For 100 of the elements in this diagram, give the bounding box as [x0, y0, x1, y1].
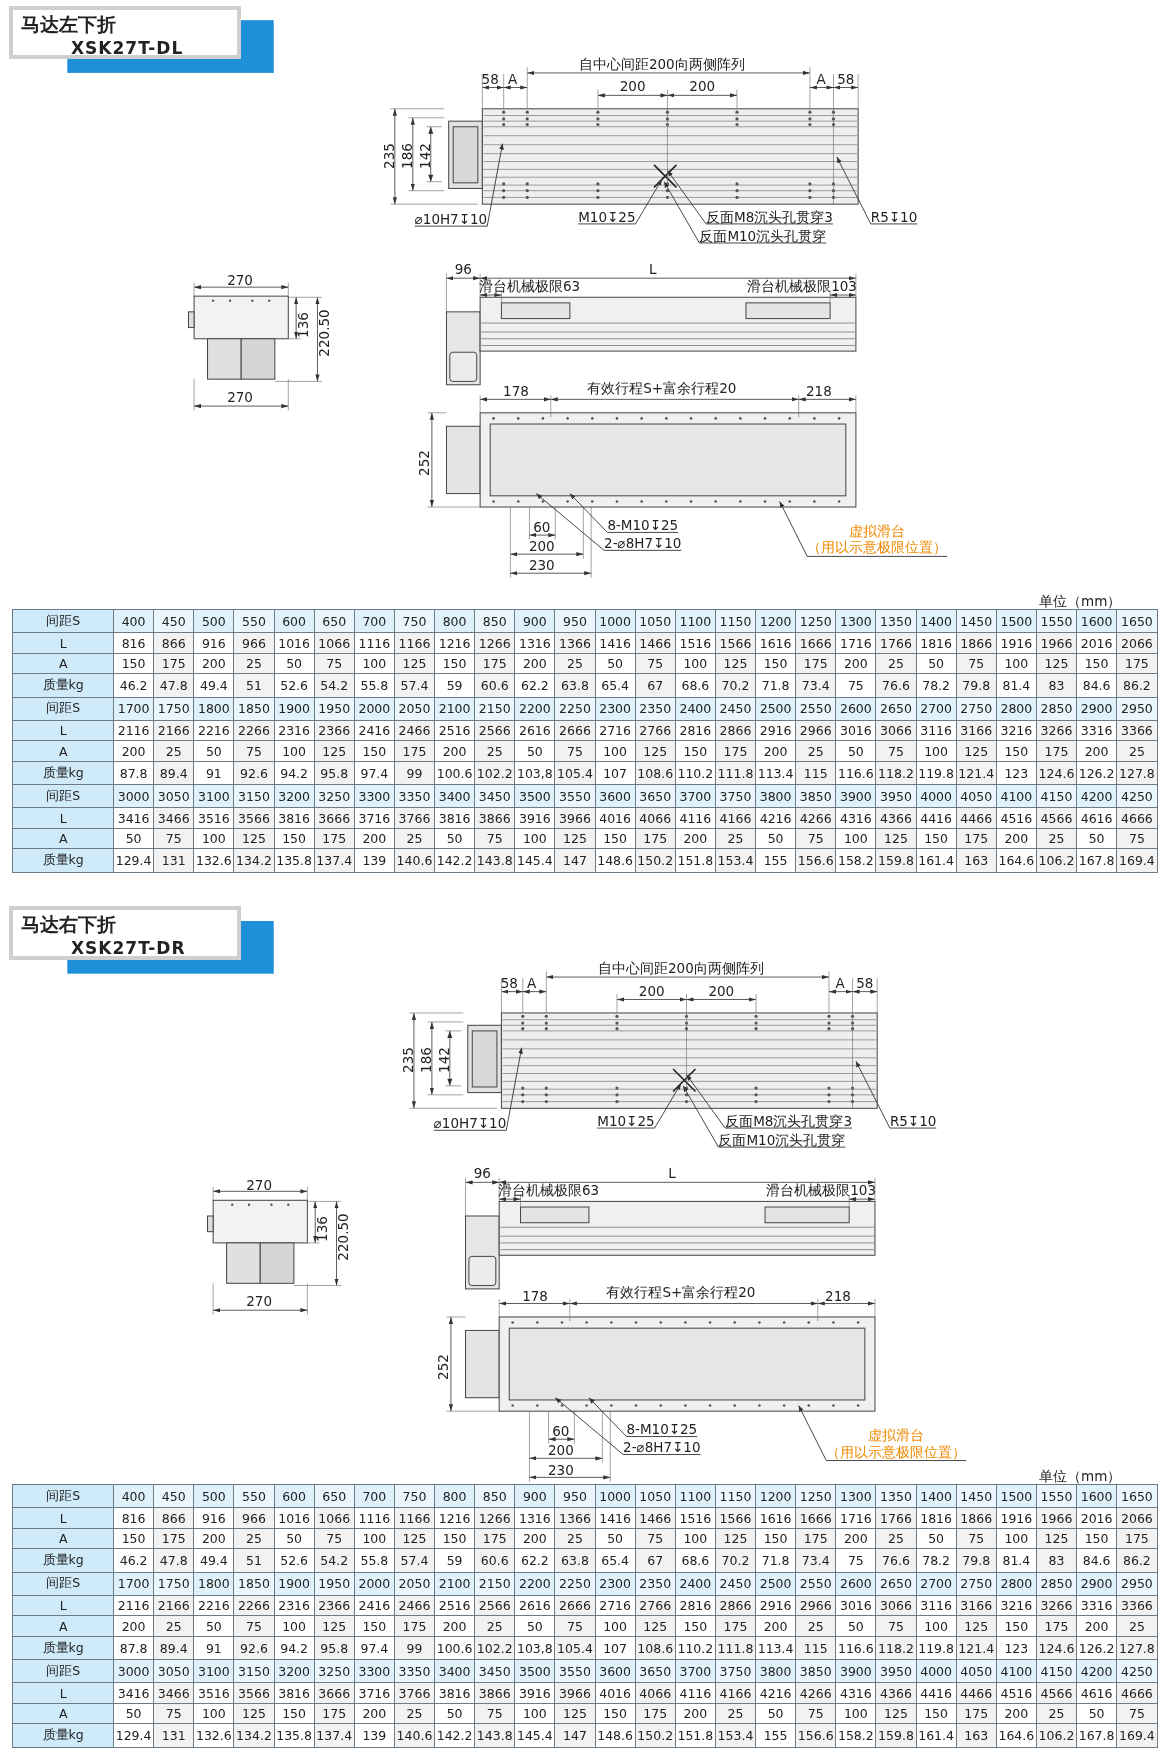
dimension-label: 200: [689, 78, 716, 94]
dimension-label: 235: [400, 1047, 416, 1073]
dimension-label: 58: [837, 71, 855, 86]
callout-text: R5↧10: [870, 209, 918, 224]
dimension-label: 186: [418, 1047, 434, 1073]
callout-text: 反面M10沉头孔贯穿: [699, 228, 827, 243]
dimension-label: A: [508, 71, 518, 86]
table-cell: 850: [474, 1484, 515, 1508]
table-cell: 850: [474, 609, 515, 633]
table-cell: 1450: [956, 1484, 997, 1508]
dimension-label: 200: [619, 78, 646, 94]
row-header-cell: L: [12, 632, 114, 654]
callout-text: 2-⌀8H7↧10: [623, 1439, 701, 1455]
row-header-cell: 间距S: [12, 609, 114, 633]
table-cell: 1250: [795, 1484, 836, 1508]
dimension-label: 270: [246, 1293, 272, 1309]
table-cell: 1050: [635, 1484, 676, 1508]
row-header-cell: L: [12, 1595, 114, 1616]
table-cell: 700: [354, 1484, 395, 1508]
row-header-cell: 质量kg: [12, 761, 114, 785]
row-header-cell: A: [12, 1615, 114, 1637]
dimension-label: 60: [552, 1423, 570, 1439]
dimension-label: 96: [473, 1165, 491, 1181]
row-header-cell: 间距S: [12, 784, 114, 808]
module-bottom-view-drawing: [445, 412, 857, 508]
table-cell: 600: [274, 1484, 315, 1508]
row-header-cell: 质量kg: [12, 1723, 114, 1748]
table-cell: 1550: [1036, 1484, 1077, 1508]
dimension-label: 220.50: [316, 309, 332, 357]
table-cell: 1250: [795, 609, 836, 633]
dimension-label: 178: [503, 384, 529, 399]
table-cell: 900: [514, 1484, 555, 1508]
row-header-cell: A: [12, 828, 114, 849]
dimension-label: 270: [227, 273, 253, 288]
title-box: [8, 5, 242, 60]
title-text: 马达右下折: [20, 912, 116, 938]
row-header-cell: L: [12, 720, 114, 741]
table-cell: 1500: [996, 609, 1037, 633]
table-cell: 1150: [715, 609, 756, 633]
table-cell: 1350: [875, 1484, 917, 1508]
model-text: XSK27T-DL: [70, 37, 184, 58]
table-cell: 1500: [996, 1484, 1037, 1508]
row-header-cell: 间距S: [12, 1484, 114, 1508]
dimension-label: A: [527, 975, 537, 991]
table-cell: 900: [514, 609, 555, 633]
table-cell: 1650: [1116, 609, 1158, 633]
dimension-label: 58: [500, 975, 518, 991]
callout-text: M10↧25: [578, 209, 636, 224]
note-text: （用以示意极限位置）: [826, 1443, 967, 1461]
table-cell: 1200: [755, 609, 796, 633]
callout-text: 8-M10↧25: [607, 517, 679, 533]
note-text: 虚拟滑台: [848, 522, 907, 540]
row-header-cell: A: [12, 653, 114, 674]
table-cell: 1000: [595, 1484, 636, 1508]
row-header-cell: A: [12, 1703, 114, 1724]
table-cell: 1100: [675, 1484, 716, 1508]
table-cell: 1400: [916, 1484, 957, 1508]
dimension-label: 218: [825, 1288, 851, 1304]
dimension-label: 136: [295, 312, 311, 339]
callout-text: ⌀10H7↧10: [433, 1115, 507, 1131]
table-cell: 1000: [595, 609, 636, 633]
dimension-label: 200: [548, 1443, 574, 1458]
table-cell: 1300: [835, 1484, 876, 1508]
table-cell: 550: [233, 1484, 275, 1508]
dimension-label: 58: [481, 71, 499, 86]
dimension-label: 136: [314, 1216, 330, 1243]
dimension-label: 60: [533, 519, 551, 535]
row-header-cell: 间距S: [12, 1572, 114, 1596]
title-text: 马达左下折: [20, 11, 116, 37]
dimension-label: 200: [528, 538, 555, 554]
table-cell: 500: [193, 609, 234, 633]
callout-text: R5↧10: [889, 1113, 937, 1129]
row-header-cell: L: [12, 1507, 114, 1529]
dimension-label: 滑台机械极限63: [478, 278, 581, 294]
table-cell: 1150: [715, 1484, 756, 1508]
row-header-cell: 质量kg: [12, 848, 114, 873]
module-top-view-drawing: [467, 1012, 878, 1109]
table-cell: 700: [354, 609, 395, 633]
table-cell: 1400: [916, 609, 957, 633]
table-cell: 800: [434, 609, 475, 633]
unit-label: 单位（mm）: [1039, 593, 1122, 609]
table-cell: 1650: [1116, 1484, 1158, 1508]
row-header-cell: 质量kg: [12, 673, 114, 698]
dimension-label: 230: [548, 1462, 574, 1477]
table-cell: 550: [233, 609, 275, 633]
table-cell: 1300: [835, 609, 876, 633]
module-bottom-view-drawing: [465, 1316, 876, 1412]
dimension-label: A: [835, 975, 845, 991]
table-cell: 950: [554, 609, 596, 633]
note-text: 虚拟滑台: [867, 1426, 926, 1444]
row-header-cell: L: [12, 1682, 114, 1704]
dimension-label: 200: [708, 983, 735, 998]
dimension-label: 235: [381, 143, 397, 169]
dimension-label: 186: [399, 143, 415, 169]
table-cell: 1200: [755, 1484, 796, 1508]
dimension-label: 96: [454, 261, 472, 277]
table-cell: 750: [394, 1484, 435, 1508]
table-cell: 1450: [956, 609, 997, 633]
table-cell: 400: [113, 609, 154, 633]
dimension-label: L: [649, 261, 657, 277]
